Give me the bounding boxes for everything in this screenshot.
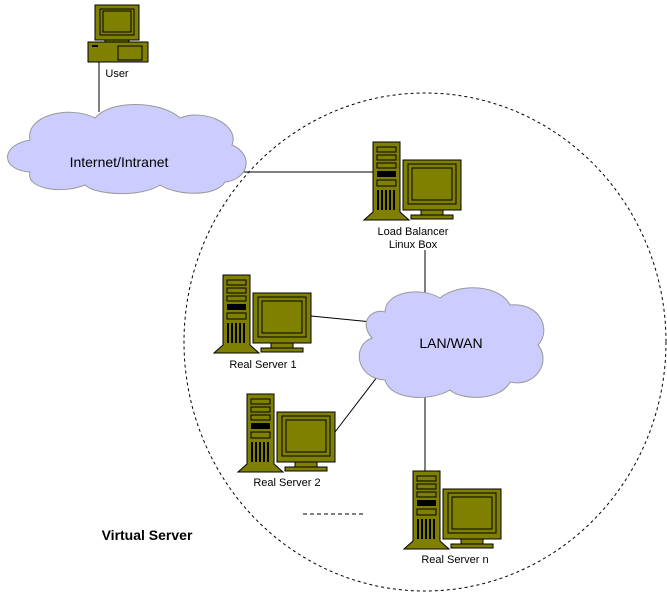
lan-cloud: LAN/WAN <box>358 287 545 398</box>
user-workstation: User <box>87 4 149 80</box>
real-server-2: Real Server 2 <box>237 393 336 489</box>
real-server-1: Real Server 1 <box>213 274 312 371</box>
link-lan-rs1 <box>310 315 373 323</box>
lan-label: LAN/WAN <box>419 335 482 351</box>
rs2-label: Real Server 2 <box>253 477 320 489</box>
virtual-server-label: Virtual Server <box>102 527 193 543</box>
internet-label: Internet/Intranet <box>70 154 169 170</box>
user-label: User <box>105 68 129 80</box>
lb-label-line1: Load Balancer <box>378 226 449 238</box>
internet-cloud: Internet/Intranet <box>7 104 247 195</box>
rsn-label: Real Server n <box>421 554 488 566</box>
virtual-server-boundary <box>183 92 667 592</box>
real-server-n: Real Server n <box>403 470 502 566</box>
lb-label-line2: Linux Box <box>389 239 438 251</box>
load-balancer: Load Balancer Linux Box <box>363 141 462 251</box>
rs1-label: Real Server 1 <box>229 359 296 371</box>
